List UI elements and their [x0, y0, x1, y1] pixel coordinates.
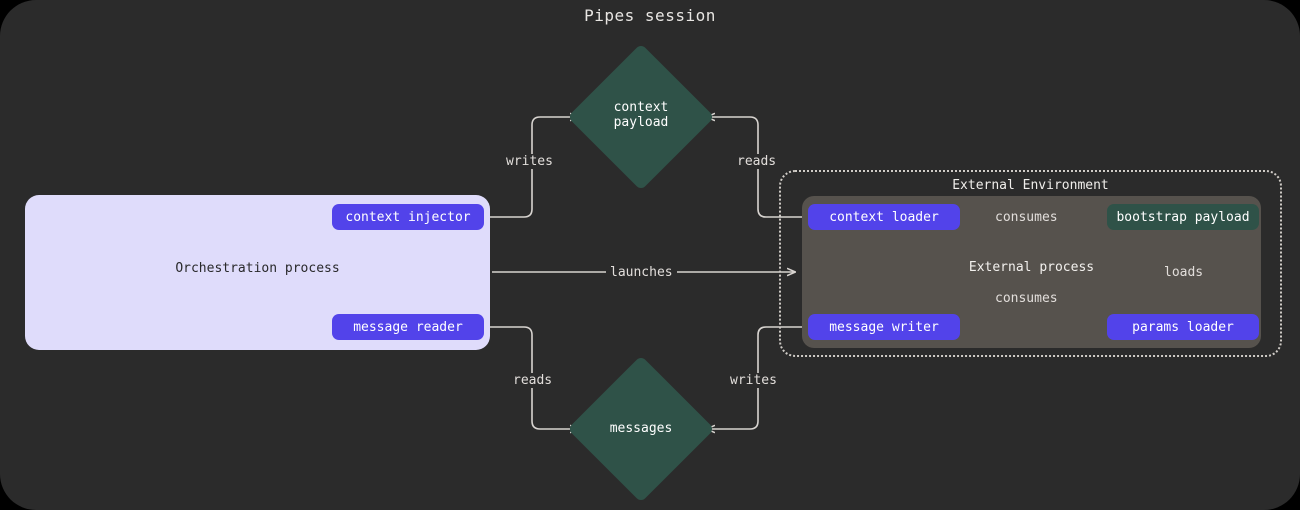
node-bootstrap-payload[interactable]: bootstrap payload [1107, 204, 1259, 230]
edge-label-writes-messages: writes [726, 373, 781, 388]
page-title: Pipes session [584, 6, 716, 25]
edge-label-writes-context: writes [502, 154, 557, 169]
edge-label-loads: loads [1160, 265, 1208, 280]
orchestration-process-label: Orchestration process [175, 261, 340, 276]
node-context-loader[interactable]: context loader [808, 204, 960, 230]
edge-label-reads-context: reads [733, 154, 781, 169]
edge-label-consumes-message: consumes [991, 291, 1062, 306]
node-params-loader[interactable]: params loader [1107, 314, 1259, 340]
external-environment-container: External Environment [779, 170, 1282, 357]
store-messages[interactable] [567, 355, 715, 503]
edge-label-reads-messages: reads [509, 373, 557, 388]
store-context-payload[interactable] [567, 43, 715, 191]
node-message-reader[interactable]: message reader [332, 314, 484, 340]
edge-label-consumes-context: consumes [991, 210, 1062, 225]
external-process-label: External process [968, 260, 1095, 275]
node-message-writer[interactable]: message writer [808, 314, 960, 340]
node-context-injector[interactable]: context injector [332, 204, 484, 230]
edge-label-launches: launches [606, 265, 677, 280]
external-environment-label: External Environment [952, 178, 1109, 193]
